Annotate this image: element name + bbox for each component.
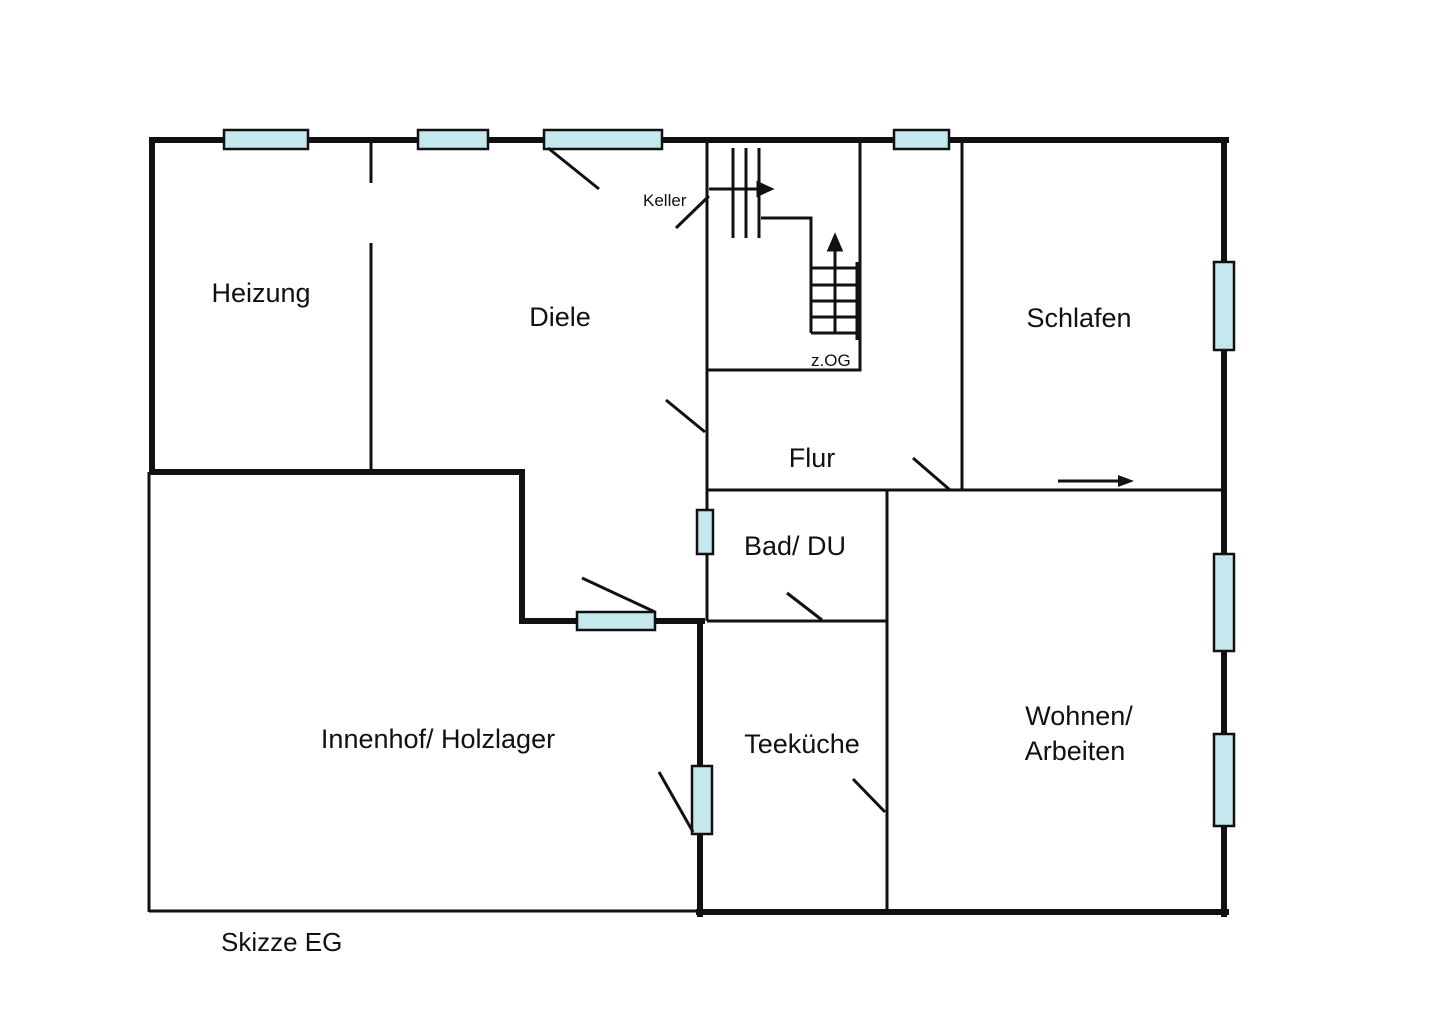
stairs <box>709 148 859 340</box>
window-bad <box>695 508 715 556</box>
door-diele-flur <box>665 398 706 434</box>
window-diele-1 <box>416 128 490 151</box>
door-innenhof-side <box>657 771 695 833</box>
door-keller <box>674 194 711 230</box>
window-heizung <box>222 128 310 151</box>
og-arrow-head <box>826 232 844 252</box>
window-flur <box>892 128 951 151</box>
windows <box>222 128 1236 836</box>
stair-label-keller: Keller <box>643 191 687 210</box>
window-diele-2 <box>542 128 664 151</box>
door-flur-wohnen <box>912 456 951 492</box>
stair-enclosure <box>707 142 862 372</box>
stair-label-og: z.OG <box>811 351 851 370</box>
room-label-schlafen: Schlafen <box>1026 303 1131 333</box>
direction-arrow <box>1058 475 1134 487</box>
exterior-walls <box>149 137 1229 917</box>
window-wohnen-2 <box>1212 732 1236 828</box>
window-innenhof-top <box>575 610 657 632</box>
room-label-wohnen-line1: Wohnen/ <box>1025 701 1133 731</box>
arrow-head <box>1118 475 1134 487</box>
plan-caption: Skizze EG <box>221 927 342 957</box>
room-label-heizung: Heizung <box>211 278 310 308</box>
room-label-wohnen-line2: Arbeiten <box>1025 736 1126 766</box>
wall-courtyard-top <box>149 469 705 624</box>
window-schlafen <box>1212 260 1236 352</box>
door-diele-top <box>547 146 600 191</box>
window-wohnen-1 <box>1212 552 1236 653</box>
door-teekueche-wohnen <box>851 777 887 814</box>
stair-connector <box>761 216 813 333</box>
room-label-diele: Diele <box>529 302 591 332</box>
room-label-flur: Flur <box>789 443 836 473</box>
room-label-innenhof: Innenhof/ Holzlager <box>321 724 555 754</box>
door-bad <box>786 591 823 622</box>
room-label-bad: Bad/ DU <box>744 531 846 561</box>
doors <box>547 146 951 833</box>
window-innenhof-right <box>690 764 714 836</box>
door-innenhof <box>581 576 656 614</box>
keller-arrow-head <box>756 180 775 198</box>
room-label-teekueche: Teeküche <box>744 729 860 759</box>
interior-walls <box>147 142 1222 913</box>
